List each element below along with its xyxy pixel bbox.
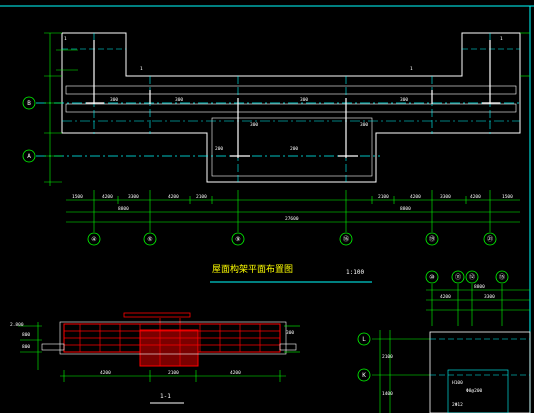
section-left-texts: 2.800 800 800 300 xyxy=(10,322,294,350)
svg-text:1: 1 xyxy=(140,66,143,72)
svg-text:300: 300 xyxy=(360,122,368,128)
svg-text:8800: 8800 xyxy=(474,284,485,290)
svg-text:④: ④ xyxy=(91,236,96,243)
axis-bubble-4: ④ xyxy=(87,232,101,246)
axis-bubble-16: ⑯ xyxy=(339,232,353,246)
svg-text:4200: 4200 xyxy=(230,370,241,376)
svg-text:4200: 4200 xyxy=(102,194,113,200)
beam-strip-lower xyxy=(65,103,517,113)
center-block xyxy=(211,117,373,177)
axis-bubble-9: ⑨ xyxy=(231,232,245,246)
svg-text:2100: 2100 xyxy=(196,194,207,200)
plan-annotations: 1 1 1 1 300 300 300 300 300 300 200 200 xyxy=(64,36,503,152)
svg-text:1400: 1400 xyxy=(382,391,393,397)
detail-dim-lines xyxy=(372,284,530,413)
detail-plan: ⑩ ⑪ ⑫ ⑮ L K 4200 3300 xyxy=(357,270,531,413)
svg-text:K: K xyxy=(362,372,366,379)
svg-text:⑮: ⑮ xyxy=(499,273,505,281)
svg-text:3300: 3300 xyxy=(440,194,451,200)
svg-text:3300: 3300 xyxy=(484,294,495,300)
section-core xyxy=(139,329,199,367)
detail-inner-box xyxy=(447,369,509,413)
svg-text:27600: 27600 xyxy=(285,216,299,222)
axis-label-b: B xyxy=(27,100,31,107)
svg-text:Φ8@200: Φ8@200 xyxy=(466,388,483,394)
svg-text:⑪: ⑪ xyxy=(455,273,461,281)
svg-text:㉑: ㉑ xyxy=(487,235,493,243)
roof-outline xyxy=(61,32,521,183)
svg-text:⑨: ⑨ xyxy=(235,236,240,243)
bottom-dimension-lines xyxy=(66,190,520,232)
section-beam-outline xyxy=(59,321,287,355)
section-1-1: 2.800 800 800 300 4200 2100 4200 1-1 xyxy=(10,312,300,404)
axis-bubble-6: ⑥ xyxy=(143,232,157,246)
axis-bubble-a: A xyxy=(22,149,36,163)
svg-text:300: 300 xyxy=(286,330,294,336)
svg-text:2.800: 2.800 xyxy=(10,322,24,328)
svg-text:H100: H100 xyxy=(452,380,463,386)
section-title: 1-1 xyxy=(160,393,171,400)
svg-text:300: 300 xyxy=(175,97,183,103)
detail-annotations: H100 Φ8@200 2Φ12 xyxy=(452,380,483,408)
svg-text:4200: 4200 xyxy=(168,194,179,200)
svg-text:4200: 4200 xyxy=(470,194,481,200)
section-top-bar xyxy=(123,312,191,318)
svg-text:1: 1 xyxy=(64,36,67,42)
section-left-pad xyxy=(41,343,65,351)
axis-label-a: A xyxy=(27,153,31,160)
svg-text:4200: 4200 xyxy=(410,194,421,200)
svg-text:1: 1 xyxy=(500,36,503,42)
svg-text:1500: 1500 xyxy=(502,194,513,200)
axis-bubble-19: ⑲ xyxy=(425,232,439,246)
axis-bubble-21: ㉑ xyxy=(483,232,497,246)
svg-text:300: 300 xyxy=(400,97,408,103)
svg-text:800: 800 xyxy=(22,332,30,338)
right-dimension-ticks xyxy=(520,32,530,77)
svg-text:1500: 1500 xyxy=(72,194,83,200)
section-rebar-grid xyxy=(64,318,280,366)
left-dimensions xyxy=(44,32,78,186)
detail-texts: 4200 3300 8800 2100 1400 xyxy=(382,284,495,397)
svg-text:2100: 2100 xyxy=(382,354,393,360)
svg-text:L: L xyxy=(362,336,366,343)
svg-text:⑥: ⑥ xyxy=(147,236,152,243)
svg-text:200: 200 xyxy=(215,146,223,152)
svg-text:300: 300 xyxy=(300,97,308,103)
svg-text:300: 300 xyxy=(250,122,258,128)
svg-text:3300: 3300 xyxy=(128,194,139,200)
bottom-dimension-texts: 1500 4200 3300 4200 2100 2100 4200 3300 … xyxy=(72,194,513,222)
svg-text:⑩: ⑩ xyxy=(429,274,434,281)
plan-title: 屋面构架平面布置图 xyxy=(212,263,293,275)
svg-text:⑫: ⑫ xyxy=(469,273,475,281)
axis-bubble-b: B xyxy=(22,96,36,110)
roof-plan: 1 1 1 1 300 300 300 300 300 300 200 200 xyxy=(22,32,530,246)
svg-text:2100: 2100 xyxy=(378,194,389,200)
svg-text:2100: 2100 xyxy=(168,370,179,376)
section-left-dims xyxy=(18,322,300,370)
svg-text:4200: 4200 xyxy=(100,370,111,376)
section-bottom-texts: 4200 2100 4200 xyxy=(100,370,241,376)
section-right-pad xyxy=(279,343,297,351)
svg-text:⑲: ⑲ xyxy=(429,235,435,243)
column-marks xyxy=(86,40,500,158)
svg-text:200: 200 xyxy=(290,146,298,152)
svg-text:800: 800 xyxy=(22,344,30,350)
detail-axis-bubbles: ⑩ ⑪ ⑫ ⑮ L K xyxy=(357,270,509,382)
section-bottom-dims xyxy=(60,370,286,382)
svg-text:300: 300 xyxy=(110,97,118,103)
svg-text:8800: 8800 xyxy=(400,206,411,212)
beam-strip xyxy=(65,85,517,95)
svg-text:1: 1 xyxy=(410,66,413,72)
svg-text:⑯: ⑯ xyxy=(343,235,349,243)
svg-text:2Φ12: 2Φ12 xyxy=(452,402,463,408)
plan-scale: 1:100 xyxy=(346,269,364,276)
detail-box xyxy=(429,331,531,413)
svg-text:8800: 8800 xyxy=(118,206,129,212)
svg-text:4200: 4200 xyxy=(440,294,451,300)
